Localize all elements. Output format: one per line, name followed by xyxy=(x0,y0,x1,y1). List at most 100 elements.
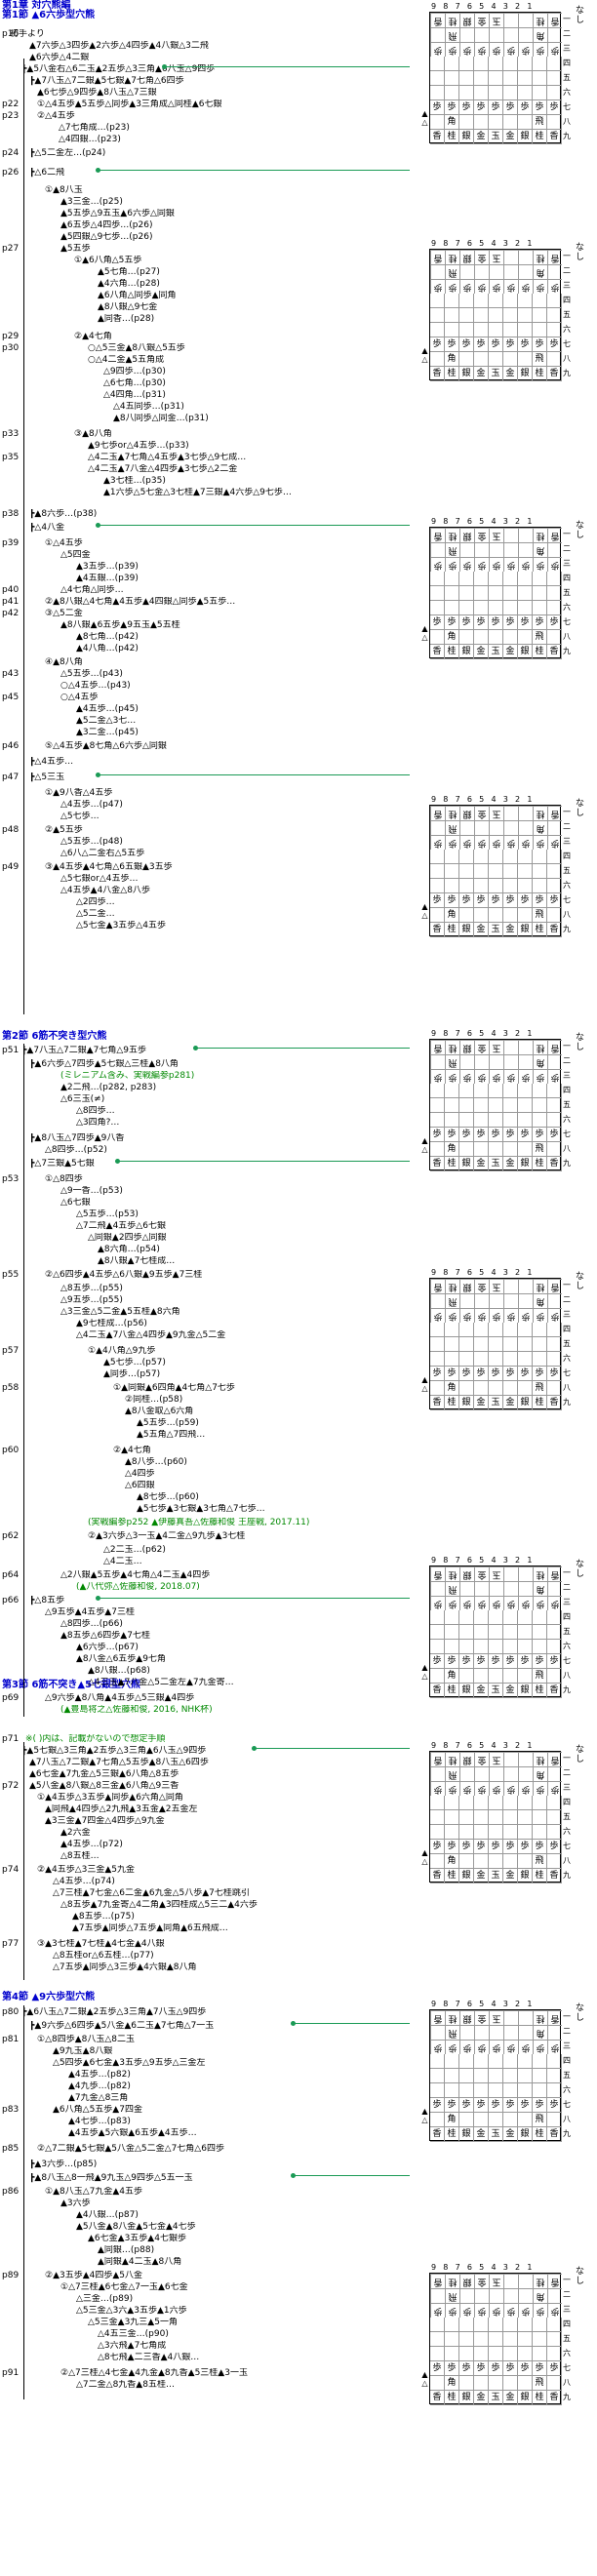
board-square: 金 xyxy=(503,2391,518,2405)
board-square xyxy=(430,1352,445,1367)
board-square: 玉 xyxy=(489,1752,503,1766)
board-square: 歩 xyxy=(489,1654,503,1669)
board-square: 香 xyxy=(430,923,445,937)
board-square xyxy=(518,806,533,820)
board-square xyxy=(430,1669,445,1684)
board-square: 香 xyxy=(547,13,562,27)
move-line: ▲8七角…(p42) xyxy=(76,632,139,642)
board-square xyxy=(445,1625,459,1640)
board-square xyxy=(430,850,445,864)
board-square xyxy=(533,1640,547,1654)
board-square xyxy=(430,2025,445,2040)
move-line: △9五歩…(p55) xyxy=(60,1295,123,1305)
board-square xyxy=(503,1854,518,1869)
board-square: 銀 xyxy=(518,923,533,937)
board-square: 歩 xyxy=(445,893,459,908)
move-line: △4二玉… xyxy=(103,1557,142,1566)
page-ref: p81 xyxy=(2,2035,20,2044)
connector-line xyxy=(293,2023,410,2024)
board-square xyxy=(547,1381,562,1396)
page-ref: p27 xyxy=(2,244,20,254)
board-square: 歩 xyxy=(503,1367,518,1381)
board-square: 歩 xyxy=(489,1128,503,1142)
board-square xyxy=(430,542,445,557)
board-square: 銀 xyxy=(459,2274,474,2288)
board-square xyxy=(503,2069,518,2083)
board-square: 歩 xyxy=(533,557,547,572)
move-line: △9一香…(p53) xyxy=(60,1186,123,1196)
board-square xyxy=(430,2083,445,2098)
board-square xyxy=(533,572,547,586)
board-square xyxy=(533,1825,547,1840)
rank-labels: 一二三四五六七八九 xyxy=(563,2276,571,2401)
board-square xyxy=(503,820,518,835)
board-square: 銀 xyxy=(459,130,474,144)
board-square xyxy=(547,1142,562,1157)
move-line: ▲2二飛…(p282, p283) xyxy=(60,1083,157,1092)
board-square: 歩 xyxy=(459,337,474,352)
shogi-grid: 香桂銀金玉桂香飛角歩歩歩歩歩歩歩歩歩歩歩歩歩歩歩歩歩歩角飛香桂銀金玉金銀桂香 xyxy=(429,1278,562,1410)
board-square xyxy=(489,601,503,615)
move-line: △4五三金…(p90) xyxy=(98,2329,169,2339)
board-square xyxy=(518,1581,533,1596)
board-square xyxy=(503,1040,518,1054)
move-line: ▲8八金取△6六角 xyxy=(125,1407,194,1416)
board-square xyxy=(547,908,562,923)
page-ref: p83 xyxy=(2,2105,20,2115)
board-square xyxy=(474,27,489,42)
move-line: ▲4八角…(p42) xyxy=(76,644,139,654)
board-square xyxy=(474,879,489,893)
page-ref: p41 xyxy=(2,597,20,607)
board-square: 香 xyxy=(547,2274,562,2288)
move-line: ▲4九歩…(p82) xyxy=(68,2081,131,2091)
board-square: 香 xyxy=(430,2391,445,2405)
board-square: 歩 xyxy=(430,2361,445,2376)
board-square: 歩 xyxy=(430,2303,445,2318)
move-line: ▲9九玉▲8八銀 xyxy=(53,2046,113,2056)
board-square: 歩 xyxy=(518,279,533,294)
board-square xyxy=(547,115,562,130)
move-line: ┣△6二飛 xyxy=(29,168,65,178)
board-square xyxy=(489,1810,503,1825)
board-square xyxy=(518,586,533,601)
move-line: (実戦編参p252 ▲伊藤真吾△佐藤和俊 王座戦, 2017.11) xyxy=(88,1518,310,1527)
board-square xyxy=(430,1796,445,1810)
board-square xyxy=(503,323,518,337)
board-square: 歩 xyxy=(474,2361,489,2376)
board-square: 歩 xyxy=(518,1840,533,1854)
board-square xyxy=(503,1625,518,1640)
board-square xyxy=(474,1625,489,1640)
board-square: 歩 xyxy=(459,2361,474,2376)
board-square xyxy=(430,1293,445,1308)
board-square: 歩 xyxy=(459,1128,474,1142)
rank-labels: 一二三四五六七八九 xyxy=(563,2012,571,2138)
move-line: ②▲4七角 xyxy=(113,1446,151,1455)
board-square xyxy=(518,13,533,27)
board-square: 歩 xyxy=(430,1781,445,1796)
board-square xyxy=(430,1084,445,1098)
page-ref: p53 xyxy=(2,1174,20,1184)
move-line: △4七角△同歩… xyxy=(60,585,124,595)
board-square xyxy=(518,1640,533,1654)
board-square xyxy=(474,294,489,308)
board-square: 銀 xyxy=(518,2127,533,2142)
board-square: 歩 xyxy=(533,279,547,294)
board-square xyxy=(445,1113,459,1128)
board-square xyxy=(445,86,459,100)
board-square: 銀 xyxy=(518,1157,533,1171)
move-line: △5五歩…(p48) xyxy=(60,837,123,847)
move-line: ┣△4五歩… xyxy=(29,757,74,767)
page-ref: p77 xyxy=(2,1939,20,1949)
board-square xyxy=(503,1279,518,1293)
tree-guide xyxy=(23,59,24,1014)
file-numbers: 987654321 xyxy=(431,517,539,526)
board-square: 金 xyxy=(503,367,518,381)
board-square: 歩 xyxy=(430,557,445,572)
move-line: △6七角…(p30) xyxy=(103,378,166,388)
board-square xyxy=(518,850,533,864)
board-square: 歩 xyxy=(489,1308,503,1323)
board-square: 歩 xyxy=(533,1308,547,1323)
board-square: 歩 xyxy=(430,337,445,352)
board-square: 歩 xyxy=(518,42,533,57)
